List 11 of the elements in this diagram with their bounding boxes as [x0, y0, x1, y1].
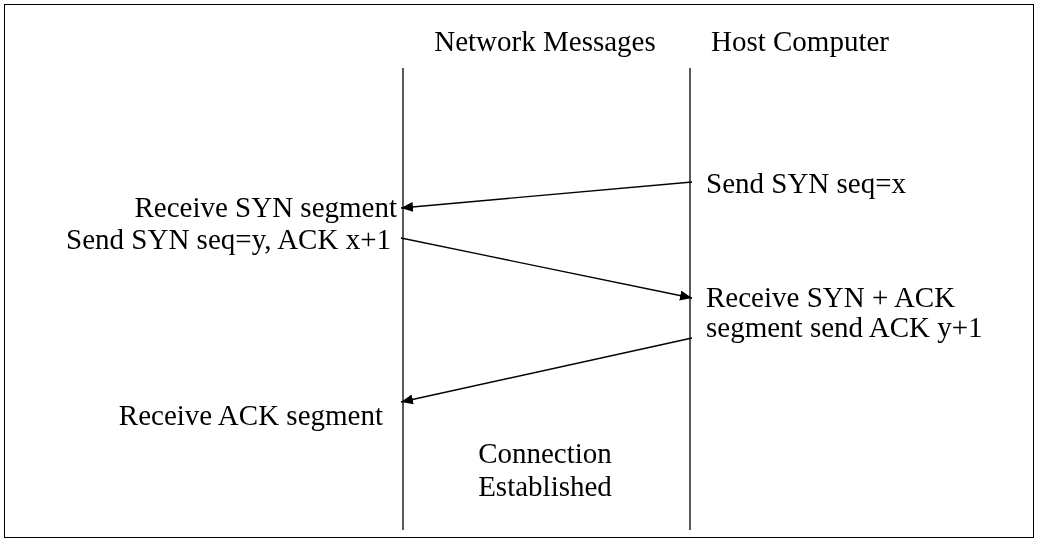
column-heading: Host Computer: [710, 24, 890, 58]
message-text: Send SYN seq=x: [692, 166, 992, 200]
arrow: [400, 237, 693, 301]
column-heading: Network Messages: [433, 24, 657, 58]
arrow: [400, 337, 693, 405]
note-text: Connection Established: [477, 437, 613, 503]
message-text: Receive SYN segment: [51, 190, 401, 224]
message-text: Receive SYN + ACK segment send ACK y+1: [692, 282, 1022, 342]
message-text: Send SYN seq=y, ACK x+1: [8, 222, 401, 256]
message-text: Receive ACK segment: [40, 398, 401, 432]
arrow: [400, 181, 693, 212]
